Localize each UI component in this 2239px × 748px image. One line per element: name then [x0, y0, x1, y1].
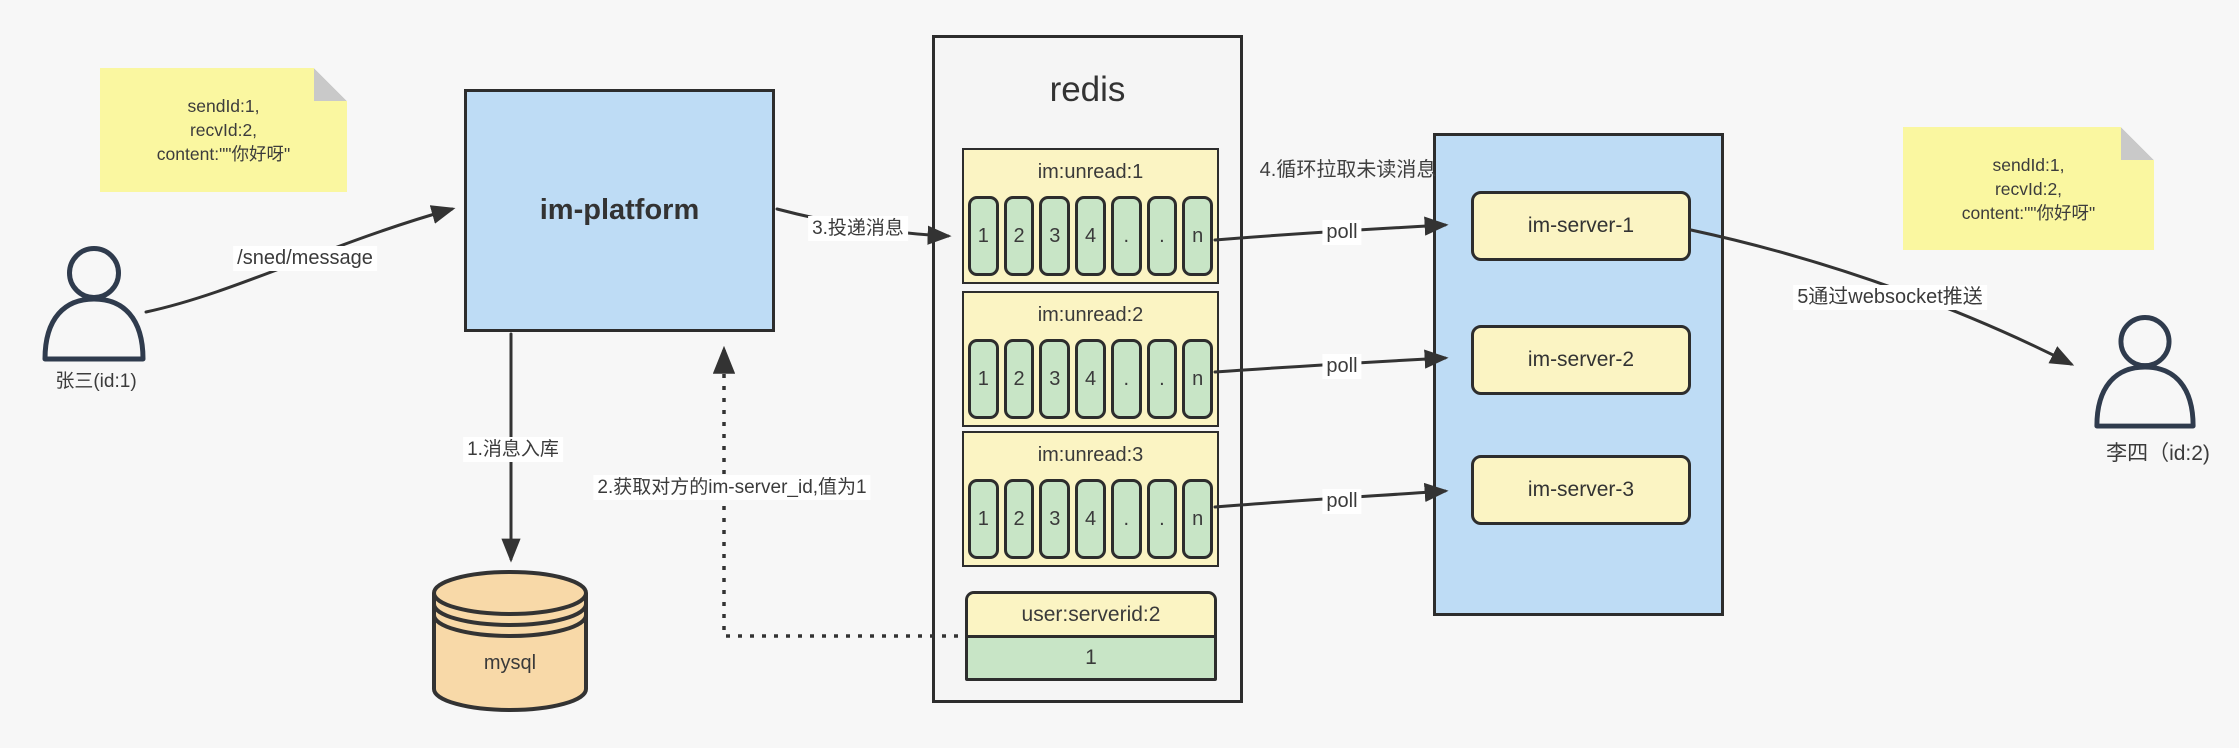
queue-title: im:unread:1	[1037, 161, 1144, 183]
user-icon-sender	[42, 246, 146, 362]
user-serverid-value: 1	[1085, 646, 1097, 669]
step3-label: 3.投递消息	[808, 216, 908, 241]
note-line: sendId:1,	[1992, 154, 2065, 175]
queue-cell: .	[1110, 196, 1142, 276]
queue-cell: 1	[968, 479, 999, 559]
queue-cell: 1	[968, 339, 999, 419]
note-fold-icon	[314, 68, 347, 101]
mysql-label: mysql	[483, 652, 537, 674]
im-server-2-node: im-server-2	[1471, 325, 1691, 395]
queue-cell: n	[1182, 479, 1214, 559]
im-server-cluster: im-server-1 im-server-2 im-server-3	[1433, 133, 1724, 616]
queue-cell: .	[1146, 339, 1178, 419]
note-fold-icon	[2121, 127, 2154, 160]
queue-im-unread-1: im:unread:1 1 2 3 4 . . n	[962, 148, 1219, 284]
step2-label: 2.获取对方的im-server_id,值为1	[593, 475, 871, 500]
queue-cell: n	[1182, 339, 1214, 419]
send-message-label: /sned/message	[233, 246, 377, 271]
queue-im-unread-2: im:unread:2 1 2 3 4 . . n	[962, 291, 1219, 427]
queue-cell: .	[1110, 339, 1142, 419]
im-server-3-node: im-server-3	[1471, 455, 1691, 525]
queue-cells: 1 2 3 4 . . n	[968, 339, 1214, 419]
redis-panel: redis im:unread:1 1 2 3 4 . . n im:unrea…	[932, 35, 1243, 703]
note-line: recvId:2,	[189, 120, 258, 140]
queue-cell: n	[1182, 196, 1214, 276]
user-icon-receiver	[2094, 315, 2196, 429]
sticky-note-receiver: sendId:1, recvId:2, content:""你好呀"	[1903, 127, 2154, 250]
queue-cell: 1	[968, 196, 999, 276]
queue-cells: 1 2 3 4 . . n	[968, 479, 1214, 559]
queue-im-unread-3: im:unread:3 1 2 3 4 . . n	[962, 431, 1219, 567]
queue-cell: 2	[1003, 479, 1035, 559]
queue-cell: 3	[1039, 196, 1071, 276]
queue-title: im:unread:2	[1037, 304, 1144, 326]
poll-label-3: poll	[1322, 489, 1362, 514]
queue-cells: 1 2 3 4 . . n	[968, 196, 1214, 276]
step1-label: 1.消息入库	[463, 437, 563, 462]
queue-cell: 2	[1003, 196, 1035, 276]
queue-cell: 4	[1075, 339, 1106, 419]
poll-label-2: poll	[1322, 354, 1362, 379]
note-line: content:""你好呀"	[1961, 202, 2096, 223]
receiver-label: 李四（id:2)	[2106, 442, 2210, 465]
note-line: recvId:2,	[1994, 178, 2063, 199]
queue-cell: 4	[1075, 479, 1106, 559]
im-server-1-node: im-server-1	[1471, 191, 1691, 261]
queue-cell: .	[1146, 479, 1178, 559]
note-line: sendId:1,	[187, 96, 260, 116]
im-platform-label: im-platform	[539, 194, 700, 226]
step4-label: 4.循环拉取未读消息	[1259, 159, 1437, 181]
redis-title: redis	[1049, 70, 1126, 109]
sticky-note-sender: sendId:1, recvId:2, content:""你好呀"	[100, 68, 347, 192]
queue-cell: 3	[1039, 339, 1071, 419]
step5-label: 5通过websocket推送	[1793, 285, 1987, 310]
user-serverid-box: user:serverid:2 1	[965, 591, 1217, 681]
queue-cell: .	[1110, 479, 1142, 559]
sender-label: 张三(id:1)	[55, 371, 137, 392]
queue-cell: 2	[1003, 339, 1035, 419]
queue-title: im:unread:3	[1037, 444, 1144, 466]
poll-label-1: poll	[1322, 220, 1362, 245]
mysql-database-icon	[432, 570, 588, 712]
queue-cell: 3	[1039, 479, 1071, 559]
im-platform-node: im-platform	[464, 89, 775, 332]
user-serverid-key: user:serverid:2	[968, 594, 1214, 638]
note-line: content:""你好呀"	[156, 144, 291, 164]
queue-cell: .	[1146, 196, 1178, 276]
queue-cell: 4	[1075, 196, 1106, 276]
